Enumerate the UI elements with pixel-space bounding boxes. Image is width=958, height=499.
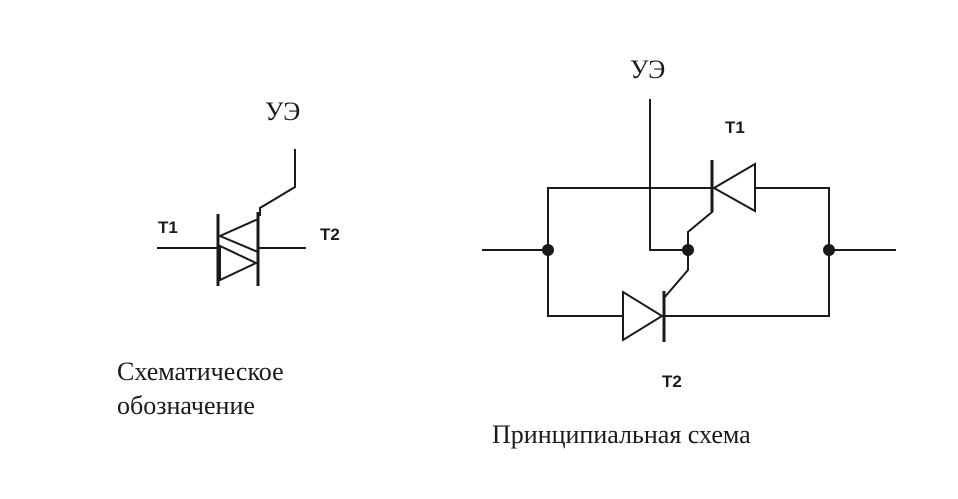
circuit-t1-label: T1 <box>725 118 745 137</box>
symbol-gate-label: УЭ <box>265 97 300 126</box>
junction-left <box>542 244 554 256</box>
symbol-diode-upper <box>217 217 259 254</box>
triac-circuit: УЭ T1 T2 <box>482 55 896 391</box>
symbol-t2-label: T2 <box>320 225 340 244</box>
thyristor-t1-diode <box>711 162 756 213</box>
junction-right <box>823 244 835 256</box>
symbol-t1-label: T1 <box>158 218 178 237</box>
symbol-diode-lower <box>219 244 259 282</box>
symbol-caption: Схематическое обозначение <box>117 355 284 423</box>
junction-gate <box>682 244 694 256</box>
circuit-t2-label: T2 <box>662 372 682 391</box>
symbol-gate-wire <box>259 149 296 216</box>
circuit-caption: Принципиальная схема <box>492 420 751 449</box>
triac-symbol: УЭ T1 T2 <box>157 97 340 286</box>
symbol-caption-line1: Схематическое <box>117 357 284 386</box>
circuit-gate-label: УЭ <box>630 55 665 84</box>
circuit-gate-wire <box>649 99 689 251</box>
thyristor-t2-diode <box>622 290 664 342</box>
symbol-caption-line2: обозначение <box>117 391 255 420</box>
